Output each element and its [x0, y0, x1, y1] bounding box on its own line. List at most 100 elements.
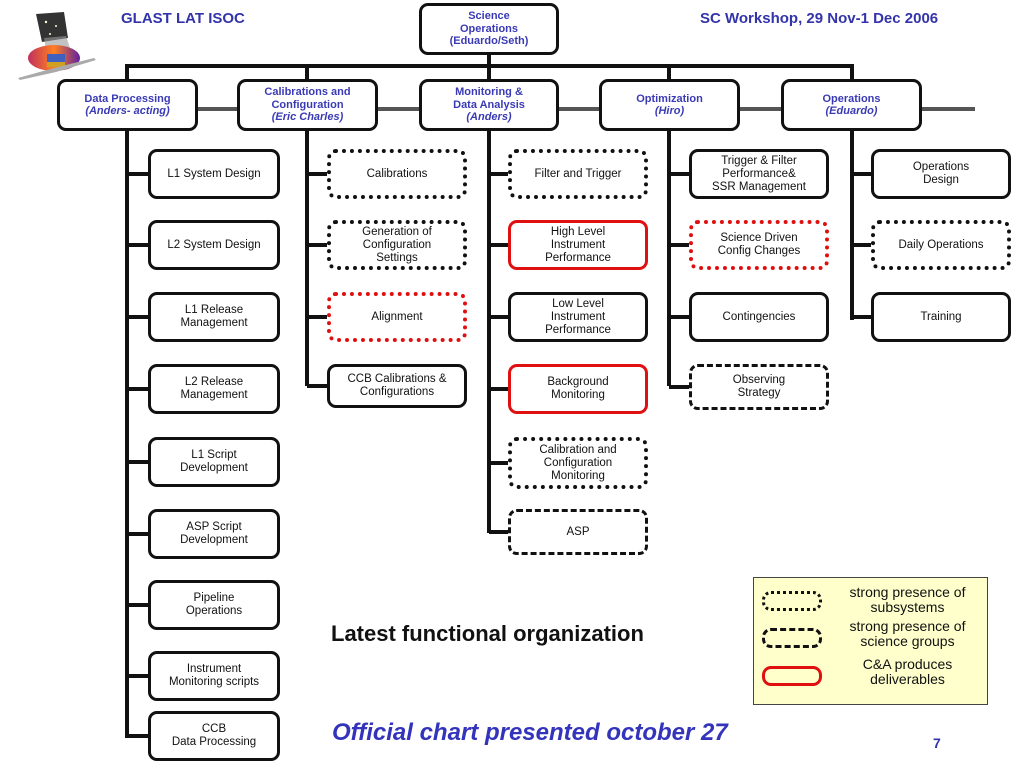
- org-node-label: Instrument: [550, 310, 606, 323]
- org-node-label: Calibration and: [539, 443, 617, 456]
- connector: [307, 315, 329, 319]
- connector: [307, 384, 329, 388]
- legend-swatch-red: [762, 666, 822, 686]
- org-node-label: Training: [920, 310, 962, 323]
- legend-line: strong presence of: [849, 618, 966, 634]
- org-node: Contingencies: [689, 292, 829, 342]
- org-node-label: Operations: [912, 161, 970, 173]
- org-node-label: Monitoring scripts: [168, 676, 260, 688]
- connector: [489, 315, 510, 319]
- org-node-label: Instrument: [550, 238, 606, 251]
- dept-name: Operations: [822, 92, 881, 105]
- org-node-label: CCB Calibrations &: [347, 373, 447, 385]
- header-right-title: SC Workshop, 29 Nov-1 Dec 2006: [700, 10, 939, 27]
- connector: [669, 243, 691, 247]
- dept-monitoring-data-analysis: Monitoring & Data Analysis (Anders): [419, 79, 559, 131]
- connector: [852, 172, 873, 176]
- legend-swatch-dotted: [762, 591, 822, 611]
- legend-line: science groups: [860, 633, 955, 649]
- logo: [14, 12, 104, 82]
- connector: [127, 603, 150, 607]
- org-node-label: Config Changes: [717, 245, 801, 257]
- dept-calibrations-configuration: Calibrations and Configuration (Eric Cha…: [237, 79, 378, 131]
- drop-4: [850, 64, 854, 80]
- dept-link: [190, 107, 975, 111]
- connector: [852, 243, 873, 247]
- connector: [489, 461, 510, 465]
- dept-name: Optimization: [636, 92, 703, 105]
- connector: [307, 172, 329, 176]
- org-node-label: ASP: [566, 525, 590, 538]
- connector: [669, 315, 691, 319]
- org-node-label: L1 Script: [191, 449, 237, 461]
- root-line: Science: [468, 10, 510, 23]
- org-node-label: Alignment: [371, 310, 423, 323]
- org-node-label: Management: [180, 389, 248, 401]
- spine-1: [305, 120, 309, 386]
- org-node: ASP: [508, 509, 648, 555]
- connector: [127, 243, 150, 247]
- connector: [489, 387, 510, 391]
- connector: [669, 172, 691, 176]
- drop-2: [487, 64, 491, 80]
- org-node-label: High Level: [550, 225, 606, 238]
- legend-swatch-dashdot: [762, 628, 822, 648]
- org-node-label: Performance: [545, 251, 611, 264]
- org-node: Daily Operations: [871, 220, 1011, 270]
- connector: [307, 243, 329, 247]
- org-node-label: Performance: [545, 323, 611, 336]
- org-node-label: Low Level: [552, 297, 604, 310]
- connector: [127, 674, 150, 678]
- org-node-label: Development: [180, 462, 248, 474]
- spine-3: [667, 120, 671, 386]
- org-node-label: Design: [923, 174, 959, 186]
- legend-line: strong presence of: [849, 584, 966, 600]
- drop-3: [667, 64, 671, 80]
- org-node-label: L1 Release: [184, 304, 244, 316]
- dept-name: Configuration: [271, 98, 344, 111]
- org-node-label: Background: [547, 376, 609, 388]
- drop-0: [125, 64, 129, 80]
- legend-item-science-groups: strong presence of science groups: [754, 618, 989, 660]
- legend-line: subsystems: [870, 599, 945, 615]
- org-node-label: Daily Operations: [898, 238, 984, 251]
- org-node-label: L1 System Design: [167, 167, 261, 180]
- org-node-label: Calibrations: [366, 167, 428, 180]
- org-node-label: Development: [180, 534, 248, 546]
- legend-line: C&A produces: [862, 656, 953, 672]
- connector: [127, 734, 150, 738]
- org-node-label: Contingencies: [722, 310, 796, 323]
- connector: [489, 243, 510, 247]
- dept-operations: Operations (Eduardo): [781, 79, 922, 131]
- root-node-science-operations: Science Operations (Eduardo/Seth): [419, 3, 559, 55]
- connector: [127, 460, 150, 464]
- header-left-title: GLAST LAT ISOC: [121, 10, 245, 27]
- org-node: Training: [871, 292, 1011, 342]
- org-node: Calibrations: [327, 149, 467, 199]
- org-node: CCB Calibrations &Configurations: [327, 364, 467, 408]
- satellite-logo-icon: [18, 12, 96, 80]
- org-node-label: Configuration: [543, 456, 613, 469]
- org-node: Filter and Trigger: [508, 149, 648, 199]
- dept-optimization: Optimization (Hiro): [599, 79, 740, 131]
- dept-person: (Anders): [466, 111, 512, 124]
- dept-person: (Hiro): [654, 105, 685, 117]
- connector: [127, 315, 150, 319]
- legend-item-deliverables: C&A produces deliverables: [754, 656, 989, 698]
- org-node-label: Operations: [185, 605, 243, 617]
- org-node-label: Strategy: [737, 387, 781, 399]
- org-node-label: Monitoring: [551, 469, 605, 482]
- root-line: Operations: [459, 22, 519, 35]
